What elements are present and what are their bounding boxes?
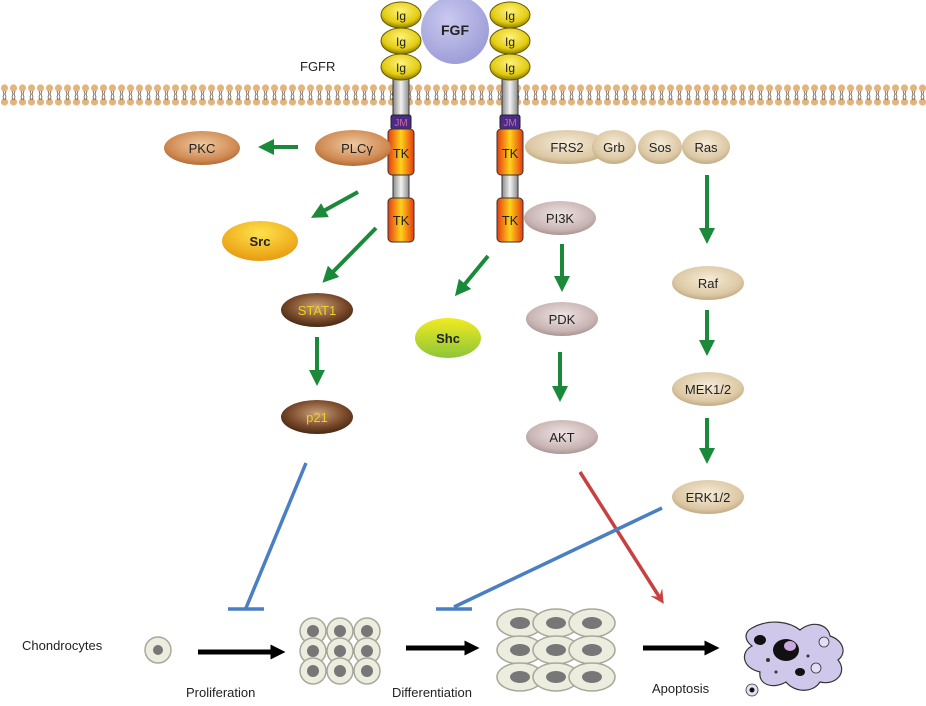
- svg-text:PLCγ: PLCγ: [341, 141, 373, 156]
- ig-domain-label: Ig: [396, 61, 406, 75]
- node-grb: Grb: [592, 130, 636, 164]
- node-pkc: PKC: [164, 131, 240, 165]
- node-stat1: STAT1: [281, 293, 353, 327]
- svg-text:Ras: Ras: [694, 140, 718, 155]
- svg-text:MEK1/2: MEK1/2: [685, 382, 731, 397]
- svg-text:PI3K: PI3K: [546, 211, 575, 226]
- tk-domain-label: TK: [393, 146, 410, 161]
- proliferating-cell: [326, 657, 354, 685]
- node-raf: Raf: [672, 266, 744, 300]
- svg-text:Src: Src: [250, 234, 271, 249]
- proliferating-cell: [353, 637, 381, 665]
- inhibit-p21-proliferation: [244, 462, 308, 609]
- node-pi3k: PI3K: [524, 201, 596, 235]
- proliferating-cell: [326, 637, 354, 665]
- differentiated-cells-icon: [496, 608, 616, 692]
- ig-domain-label: Ig: [396, 9, 406, 23]
- proliferating-cell: [299, 657, 327, 685]
- cell-membrane: [0, 84, 926, 106]
- fgfr-label: FGFR: [300, 59, 335, 74]
- node-erk: ERK1/2: [672, 480, 744, 514]
- arrow-tk-shc: [454, 254, 490, 297]
- apoptosis-label: Apoptosis: [652, 681, 710, 696]
- progression-arrows: [198, 640, 720, 660]
- node-frs2: FRS2: [525, 130, 609, 164]
- svg-text:FGF: FGF: [441, 22, 469, 38]
- ig-domain-label: Ig: [505, 9, 515, 23]
- node-akt: AKT: [526, 420, 598, 454]
- svg-text:Shc: Shc: [436, 331, 460, 346]
- svg-text:PKC: PKC: [189, 141, 216, 156]
- fgfr-receptor-left: JM TK TK Ig Ig Ig: [380, 1, 422, 243]
- svg-text:Grb: Grb: [603, 140, 625, 155]
- tk-domain-label: TK: [502, 213, 519, 228]
- svg-text:PDK: PDK: [549, 312, 576, 327]
- activation-arrows: [258, 139, 715, 464]
- tk-domain-label: TK: [502, 146, 519, 161]
- node-mek: MEK1/2: [672, 372, 744, 406]
- apoptotic-cell-icon: [743, 621, 844, 697]
- svg-text:FRS2: FRS2: [550, 140, 583, 155]
- svg-text:ERK1/2: ERK1/2: [686, 490, 731, 505]
- differentiation-label: Differentiation: [392, 685, 472, 700]
- differentiated-cell: [496, 635, 544, 665]
- arrow-tk-stat1: [322, 226, 378, 283]
- node-sos: Sos: [638, 130, 682, 164]
- proliferation-label: Proliferation: [186, 685, 255, 700]
- svg-text:AKT: AKT: [549, 430, 574, 445]
- proliferating-cell: [353, 657, 381, 685]
- fgf-ligand: FGF: [421, 0, 489, 64]
- arrow-tk-src: [310, 190, 359, 218]
- proliferating-cell: [299, 637, 327, 665]
- differentiated-cell: [568, 608, 616, 638]
- ig-domain-label: Ig: [505, 35, 515, 49]
- inhibition-lines: [228, 462, 663, 611]
- svg-text:STAT1: STAT1: [298, 303, 337, 318]
- svg-text:Raf: Raf: [698, 276, 719, 291]
- proliferating-cell: [326, 617, 354, 645]
- jm-domain-label: JM: [394, 118, 407, 129]
- tk-domain-label: TK: [393, 213, 410, 228]
- arrow-akt-apoptosis: [578, 471, 664, 604]
- jm-domain-label: JM: [503, 118, 516, 129]
- node-p21: p21: [281, 400, 353, 434]
- node-src: Src: [222, 221, 298, 261]
- single-chondrocyte-icon: [144, 636, 172, 664]
- differentiated-cell: [568, 635, 616, 665]
- ig-domain-label: Ig: [505, 61, 515, 75]
- node-ras: Ras: [682, 130, 730, 164]
- ig-domain-label: Ig: [396, 35, 406, 49]
- node-shc: Shc: [415, 318, 481, 358]
- inhibit-erk-differentiation: [453, 506, 663, 609]
- proliferating-cells-icon: [299, 617, 381, 685]
- node-pdk: PDK: [526, 302, 598, 336]
- fgfr-receptor-right: JM TK TK Ig Ig Ig: [489, 1, 531, 243]
- differentiated-cell: [568, 662, 616, 692]
- svg-text:p21: p21: [306, 410, 328, 425]
- node-plcg: PLCγ: [315, 130, 391, 166]
- svg-text:Sos: Sos: [649, 140, 672, 155]
- chondrocytes-label: Chondrocytes: [22, 638, 103, 653]
